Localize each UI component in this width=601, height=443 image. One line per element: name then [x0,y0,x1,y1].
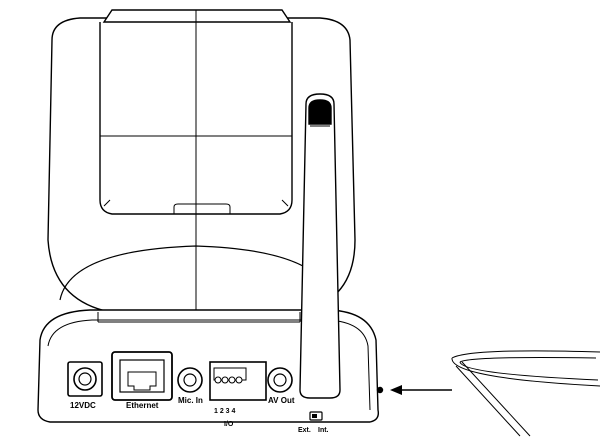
switch-int-label: Int. [318,427,329,434]
av-out-port: AV Out [268,368,295,405]
io-label: I/O [224,421,234,428]
mic-label: Mic. In [178,396,203,405]
mic-in-port: Mic. In [178,368,203,405]
antenna [300,94,340,398]
av-label: AV Out [268,396,295,405]
power-label: 12VDC [70,401,96,410]
io-pins: 1 2 3 4 [214,408,236,415]
paper-clip-icon [452,351,600,436]
reset-hole [378,388,383,393]
switch-ext-label: Ext. [298,427,311,434]
arrow-icon [390,385,452,395]
ethernet-label: Ethernet [126,401,159,410]
